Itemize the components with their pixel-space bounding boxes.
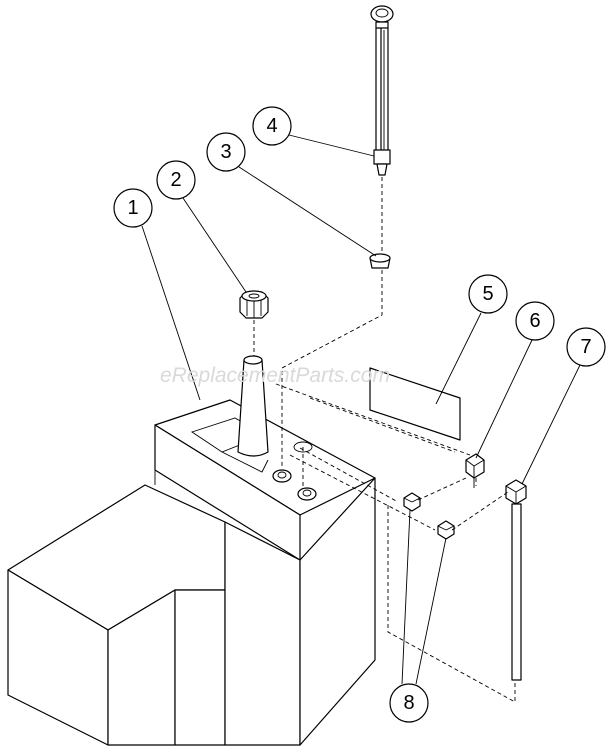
cable-tie (505, 479, 527, 681)
watermark-text: eReplacementParts.com (160, 364, 390, 387)
fuel-tank (7, 355, 376, 746)
callout-6-label: 6 (529, 310, 540, 332)
push-nut (403, 492, 421, 512)
callout-6: 6 (515, 301, 555, 341)
callout-4: 4 (252, 106, 292, 146)
callout-7-label: 7 (580, 336, 591, 358)
push-nut (437, 520, 455, 540)
callout-1-label: 1 (127, 197, 138, 219)
callout-3-label: 3 (220, 141, 231, 163)
callout-3: 3 (206, 132, 246, 172)
grommet (369, 253, 391, 269)
callout-1: 1 (113, 188, 153, 228)
callout-8: 8 (389, 683, 429, 723)
callout-8-label: 8 (403, 692, 414, 714)
fuel-cap (239, 290, 269, 319)
leader-lines (141, 134, 581, 685)
callout-2-label: 2 (170, 169, 181, 191)
decal (369, 367, 461, 441)
hose-clip (465, 453, 485, 488)
callout-7: 7 (566, 327, 606, 367)
fuel-gauge (370, 5, 394, 176)
callout-5-label: 5 (482, 283, 493, 305)
callout-4-label: 4 (266, 115, 277, 137)
callout-2: 2 (156, 160, 196, 200)
callout-5: 5 (468, 274, 508, 314)
assembly-lines (275, 270, 516, 703)
